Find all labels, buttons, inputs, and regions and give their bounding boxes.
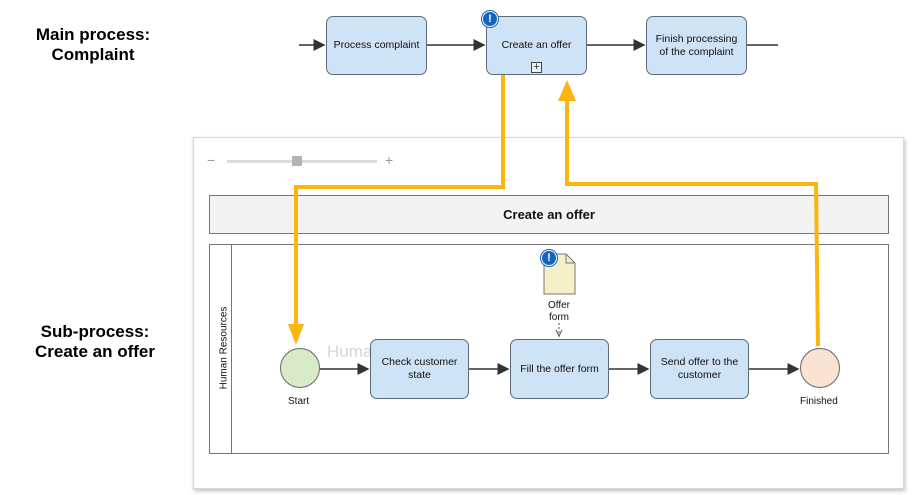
subprocess-header-title: Create an offer xyxy=(503,207,595,222)
task-fill-label: Fill the offer form xyxy=(520,362,599,375)
sub-process-label-line-2: Create an offer xyxy=(35,342,155,361)
document-info-icon[interactable]: ! xyxy=(541,250,557,266)
main-process-label-line-2: Complaint xyxy=(51,45,135,64)
start-event-label: Start xyxy=(288,396,310,407)
task-process-complaint-label: Process complaint xyxy=(333,39,420,51)
main-process-label: Main process: Complaint xyxy=(18,25,168,65)
task-finish-processing[interactable]: Finish processing of the complaint xyxy=(646,16,747,75)
subprocess-header: Create an offer xyxy=(209,195,889,234)
lane-header xyxy=(209,244,232,454)
main-process-label-line-1: Main process: xyxy=(35,25,151,44)
offer-form-label-line-1: Offer xyxy=(547,300,571,311)
return-arrowhead xyxy=(558,80,576,101)
lane-label: Human Resources xyxy=(218,306,230,390)
zoom-in-button[interactable]: + xyxy=(385,152,394,168)
task-check-line-2: state xyxy=(408,369,431,381)
zoom-out-button[interactable]: − xyxy=(207,152,216,168)
info-icon[interactable]: ! xyxy=(482,11,498,27)
task-finish-line-1: Finish processing xyxy=(655,32,738,45)
task-create-offer[interactable]: Create an offer + xyxy=(486,16,587,75)
task-process-complaint[interactable]: Process complaint xyxy=(326,16,427,75)
task-send-offer[interactable]: Send offer to the customer xyxy=(650,339,749,399)
subprocess-expand-icon[interactable]: + xyxy=(531,62,542,73)
task-send-line-2: customer xyxy=(677,369,722,381)
end-event[interactable] xyxy=(800,348,840,388)
end-event-label: Finished xyxy=(800,396,838,407)
sub-process-label: Sub-process: Create an offer xyxy=(15,322,175,362)
task-check-customer-state[interactable]: Check customer state xyxy=(370,339,469,399)
task-send-label: Send offer to the customer xyxy=(661,356,738,382)
task-send-line-1: Send offer to the xyxy=(660,356,739,368)
task-finish-line-2: of the complaint xyxy=(659,45,734,58)
task-check-label: Check customer state xyxy=(382,356,458,382)
task-finish-processing-label: Finish processing of the complaint xyxy=(656,33,738,59)
task-fill-offer-form[interactable]: Fill the offer form xyxy=(510,339,609,399)
sub-process-label-line-1: Sub-process: xyxy=(40,322,150,341)
offer-form-label-line-2: form xyxy=(549,312,569,323)
zoom-slider-track[interactable] xyxy=(227,160,377,163)
start-event[interactable] xyxy=(280,348,320,388)
offer-form-label: Offer form xyxy=(539,300,579,324)
task-check-line-1: Check customer xyxy=(381,356,458,368)
task-create-offer-label: Create an offer xyxy=(501,39,572,51)
zoom-slider-thumb[interactable] xyxy=(292,156,302,166)
